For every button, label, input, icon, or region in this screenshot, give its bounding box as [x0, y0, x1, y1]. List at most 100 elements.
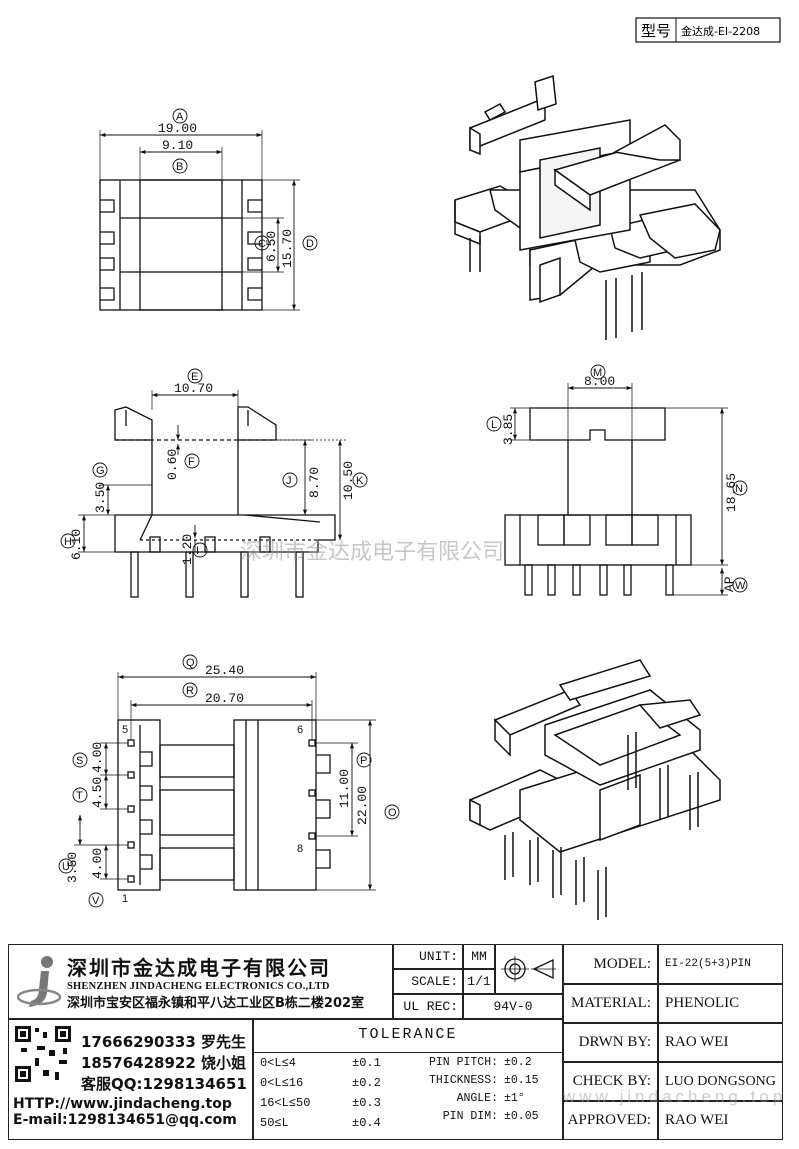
- dim-label-g: G: [96, 465, 105, 477]
- ul-value: 94V-0: [463, 994, 563, 1019]
- dim-label-h: H: [64, 536, 72, 548]
- dim-label-o: O: [388, 807, 397, 819]
- dim-g: 3.50: [93, 482, 108, 513]
- dim-u2: 4.00: [90, 848, 105, 879]
- unit-label: UNIT:: [393, 944, 463, 969]
- watermark-text: 深圳市金达成电子有限公司: [240, 540, 504, 565]
- watermark-site: www.jindacheng.top: [563, 1087, 787, 1106]
- dim-label-u: U: [62, 861, 70, 873]
- title-block: 深圳市金达成电子有限公司 SHENZHEN JINDACHENG ELECTRO…: [8, 944, 783, 1140]
- extra-value-4: ±0.05: [504, 1110, 539, 1123]
- dim-j: 8.70: [307, 467, 322, 498]
- info-label-check: CHECK BY:: [563, 1062, 658, 1101]
- company-name-en: SHENZHEN JINDACHENG ELECTRONICS CO.,LTD: [67, 981, 330, 992]
- dim-l: 3.85: [501, 414, 516, 445]
- info-label-approved: APPROVED:: [563, 1101, 658, 1140]
- pin-mark-5: 5: [122, 724, 128, 736]
- logo-icon: [17, 956, 62, 1007]
- dim-label-f: F: [188, 456, 195, 468]
- extra-label-1: PIN PITCH:: [428, 1056, 498, 1069]
- dim-label-w: W: [735, 580, 746, 592]
- tol-value-1: ±0.1: [352, 1056, 381, 1070]
- dim-e: 10.70: [174, 381, 213, 396]
- extra-value-2: ±0.15: [504, 1074, 539, 1087]
- dim-r: 20.70: [205, 691, 244, 706]
- dim-label-m: M: [593, 367, 602, 379]
- dim-k: 10.50: [341, 461, 356, 500]
- extra-value-1: ±0.2: [504, 1056, 532, 1069]
- website: HTTP://www.jindacheng.top: [13, 1096, 232, 1112]
- dim-h: 6.10: [69, 529, 84, 560]
- dim-label-l: L: [491, 419, 497, 431]
- extra-label-3: ANGLE:: [456, 1092, 498, 1105]
- dim-s: 4.00: [90, 742, 105, 773]
- dim-label-e: E: [191, 371, 198, 383]
- dim-label-k: K: [356, 475, 364, 487]
- tol-range-1: 0<L≤4: [260, 1056, 297, 1070]
- info-label-material: MATERIAL:: [563, 984, 658, 1023]
- company-box: 深圳市金达成电子有限公司 SHENZHEN JINDACHENG ELECTRO…: [8, 944, 393, 1019]
- phone-2: 18576428922 饶小姐: [81, 1054, 247, 1072]
- dim-c: 6.50: [264, 231, 279, 262]
- dim-label-j: J: [286, 475, 292, 487]
- dim-label-s: S: [76, 755, 83, 767]
- qq: 客服QQ:1298134651: [81, 1075, 247, 1093]
- info-label-model: MODEL:: [563, 944, 658, 984]
- dim-i: 1.20: [180, 534, 195, 565]
- dim-d: 15.70: [280, 229, 295, 268]
- dim-q: 25.40: [205, 663, 244, 678]
- info-value-approved: RAO WEI: [658, 1101, 783, 1140]
- pin-mark-6: 6: [297, 724, 303, 736]
- dim-t: 4.50: [90, 777, 105, 808]
- dim-u: 3.50: [65, 852, 80, 883]
- dim-label-q: Q: [186, 657, 195, 669]
- dim-label-i: I: [196, 545, 199, 557]
- front-view: [60, 368, 368, 598]
- info-value-drawn: RAO WEI: [658, 1023, 783, 1062]
- info-value-check: LUO DONGSONG: [658, 1062, 783, 1101]
- info-value-material: PHENOLIC: [658, 984, 783, 1023]
- extra-label-2: THICKNESS:: [428, 1074, 498, 1087]
- contact-box: 17666290333 罗先生 18576428922 饶小姐 客服QQ:129…: [8, 1019, 253, 1140]
- dim-label-t: T: [76, 790, 83, 802]
- projection-symbol: [495, 944, 563, 994]
- dim-a: 19.00: [158, 121, 197, 136]
- tol-value-2: ±0.2: [352, 1076, 381, 1090]
- model-tag: 型号 金达成-EI-2208: [635, 17, 781, 43]
- model-tag-value: 金达成-EI-2208: [681, 24, 760, 38]
- tol-range-4: 50≤L: [260, 1116, 289, 1130]
- dim-label-n: N: [735, 483, 743, 495]
- scale-value: 1/1: [463, 969, 495, 994]
- extra-label-4: PIN DIM:: [442, 1110, 498, 1123]
- phone-1: 17666290333 罗先生: [81, 1033, 247, 1051]
- dim-label-d: D: [306, 238, 314, 250]
- dim-label-v: V: [92, 895, 100, 907]
- ul-label: UL REC:: [393, 994, 463, 1019]
- isometric-view-top: [454, 74, 721, 340]
- info-value-model: EI-22(5+3)PIN: [658, 944, 783, 984]
- company-name-cn: 深圳市金达成电子有限公司: [67, 956, 331, 980]
- tolerance-title: TOLERANCE: [254, 1020, 562, 1053]
- dim-o: 22.00: [355, 786, 370, 825]
- scale-label: SCALE:: [393, 969, 463, 994]
- model-tag-label: 型号: [641, 22, 671, 40]
- bottom-view: [58, 654, 400, 908]
- extra-value-3: ±1°: [504, 1092, 525, 1105]
- tol-value-4: ±0.4: [352, 1116, 381, 1130]
- dim-b: 9.10: [162, 138, 193, 153]
- top-view: [99, 108, 318, 311]
- dim-label-r: R: [186, 685, 194, 697]
- pin-mark-1: 1: [122, 893, 128, 905]
- dim-n: 18.65: [724, 473, 739, 512]
- dim-label-a: A: [176, 111, 184, 123]
- dim-label-c: C: [258, 238, 266, 250]
- info-label-drawn: DRWN BY:: [563, 1023, 658, 1062]
- tol-value-3: ±0.3: [352, 1096, 381, 1110]
- dim-label-p: P: [360, 755, 367, 767]
- qr-code-icon: [13, 1024, 73, 1084]
- technical-drawing: 型号 金达成-EI-2208: [58, 17, 781, 920]
- dim-f: 0.60: [165, 449, 180, 480]
- dim-p: 11.00: [337, 769, 352, 808]
- side-view: [486, 364, 748, 596]
- projection-icon: [501, 956, 556, 982]
